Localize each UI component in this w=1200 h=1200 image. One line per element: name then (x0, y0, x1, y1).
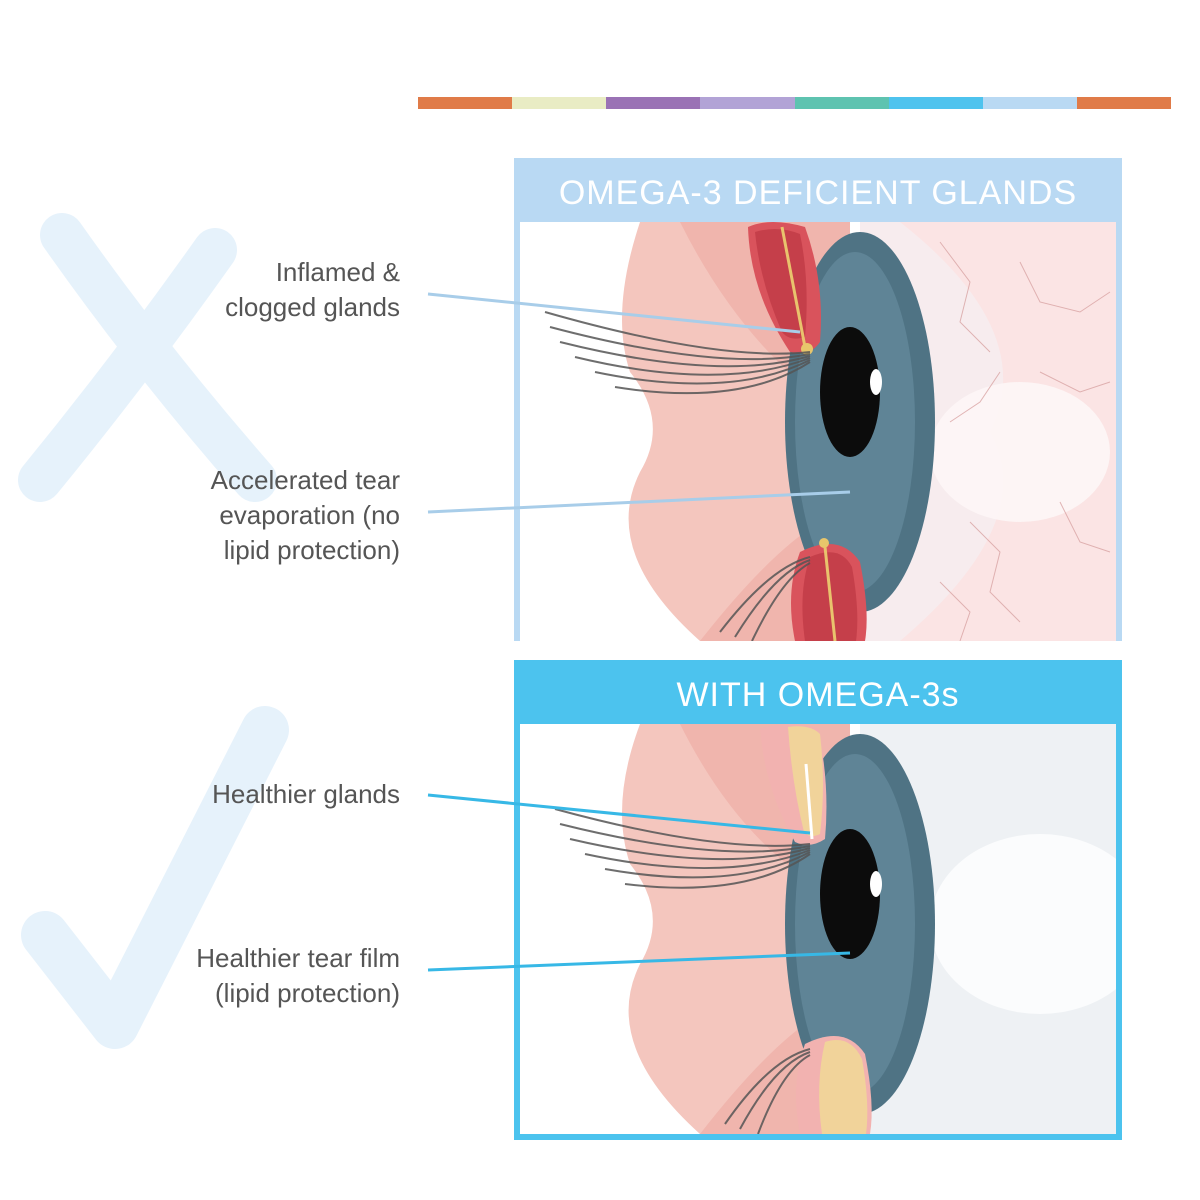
stripe-segment (1076, 97, 1171, 109)
deficient-glands-panel: OMEGA-3 DEFICIENT GLANDS (514, 158, 1122, 641)
with-omega3-panel: WITH OMEGA-3s (514, 660, 1122, 1140)
healthy-eye-illustration (520, 724, 1116, 1134)
stripe-segment (982, 97, 1077, 109)
stripe-segment (700, 97, 795, 109)
panel-title: OMEGA-3 DEFICIENT GLANDS (520, 164, 1116, 222)
panel-title: WITH OMEGA-3s (520, 666, 1116, 724)
stripe-segment (794, 97, 889, 109)
stripe-segment (512, 97, 607, 109)
stripe-segment (606, 97, 701, 109)
label-healthier-tear-film: Healthier tear film (lipid protection) (196, 943, 400, 1008)
label-inflamed-glands: Inflamed & clogged glands (225, 257, 400, 322)
label-tear-evaporation: Accelerated tear evaporation (no lipid p… (210, 465, 400, 565)
stripe-segment (888, 97, 983, 109)
color-stripe (418, 97, 1171, 109)
stripe-segment (418, 97, 513, 109)
deficient-eye-illustration (520, 222, 1116, 641)
x-mark-icon (18, 213, 277, 502)
label-healthier-glands: Healthier glands (212, 779, 400, 809)
